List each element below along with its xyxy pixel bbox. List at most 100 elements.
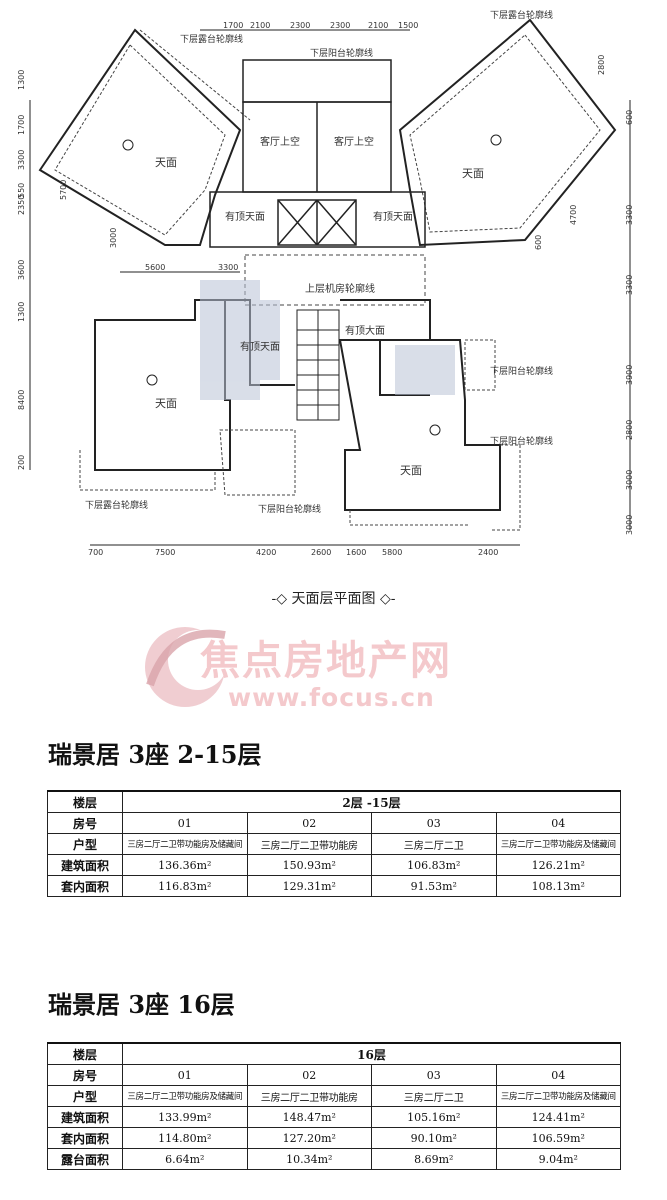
table-row: 户型 三房二厅二卫带功能房及储藏间 三房二厅二卫带功能房 三房二厅二卫 三房二厅… [47, 1085, 621, 1107]
table-row: 建筑面积 133.99m² 148.47m² 105.16m² 124.41m² [47, 1106, 621, 1128]
section2-title: 瑞景居 3座 16层 [48, 990, 235, 1019]
machine-room-outline-label: 上层机房轮廓线 [305, 284, 375, 295]
table-cell: 02 [246, 812, 372, 834]
dim-right-4: 3900 [625, 364, 634, 385]
table-cell: 116.83m² [122, 875, 248, 897]
table-cell: 124.41m² [495, 1106, 621, 1128]
row-label: 户型 [47, 1085, 123, 1107]
section2-table: 楼层 16层 房号 01 02 03 04 户型 三房二厅二卫带功能房及储藏间 … [47, 1042, 621, 1170]
row-label: 建筑面积 [47, 1106, 123, 1128]
dim-bottom-1: 700 [88, 548, 104, 557]
dim-top-4: 2300 [330, 21, 351, 30]
table-cell: 129.31m² [246, 875, 372, 897]
dim-left-10: 550 [17, 182, 26, 198]
table-cell: 91.53m² [371, 875, 497, 897]
section1-table: 楼层 2层 -15层 房号 01 02 03 04 户型 三房二厅二卫带功能房及… [47, 790, 621, 897]
room-label-covered-roof-left: 有顶天面 [225, 212, 265, 223]
plan-caption: -◇ 天面层平面图 ◇- [271, 591, 396, 607]
table-cell: 114.80m² [122, 1127, 248, 1149]
dim-bottom-3: 4200 [256, 548, 277, 557]
row-label: 楼层 [47, 790, 123, 813]
table-cell: 三房二厅二卫带功能房 [246, 833, 372, 855]
table-cell: 106.83m² [371, 854, 497, 876]
balcony-outline-label-top: 下层阳台轮廓线 [310, 49, 374, 59]
table-cell: 三房二厅二卫 [371, 1085, 497, 1107]
table-cell: 148.47m² [246, 1106, 372, 1128]
row-label: 户型 [47, 833, 123, 855]
dim-left-4: 3600 [17, 259, 26, 280]
table-cell: 04 [495, 1064, 621, 1086]
row-label: 房号 [47, 1064, 123, 1086]
balcony-outline-label-right1: 下层阳台轮廓线 [490, 367, 554, 377]
table-cell: 三房二厅二卫带功能房及储藏间 [495, 1085, 621, 1107]
table-cell: 03 [371, 812, 497, 834]
dim-right-9: 600 [534, 234, 543, 250]
table-cell: 01 [122, 812, 248, 834]
dim-left-7: 200 [17, 454, 26, 470]
table-row: 房号 01 02 03 04 [47, 1064, 621, 1086]
dim-right-2: 3300 [625, 204, 634, 225]
room-label-covered-roof-mid: 有顶天面 [240, 342, 280, 353]
dim-right-8: 4700 [569, 204, 578, 225]
room-label-living-void-right: 客厅上空 [334, 137, 374, 148]
table-row: 建筑面积 136.36m² 150.93m² 106.83m² 126.21m² [47, 854, 621, 876]
table-cell: 8.69m² [371, 1148, 497, 1170]
dim-left-5: 1300 [17, 301, 26, 322]
table-cell: 三房二厅二卫带功能房及储藏间 [122, 833, 248, 855]
table-cell: 136.36m² [122, 854, 248, 876]
dim-left-11: 1300 [17, 69, 26, 90]
terrace-outline-label-bottom: 下层露台轮廓线 [85, 501, 149, 511]
balcony-outline-label-right2: 下层阳台轮廓线 [490, 437, 554, 447]
terrace-outline-label-top-left: 下层露台轮廓线 [180, 35, 244, 45]
dim-mid-1: 5600 [145, 263, 166, 272]
room-label-roof-right: 天面 [462, 167, 484, 180]
table-cell: 2层 -15层 [122, 790, 621, 813]
table-cell: 106.59m² [495, 1127, 621, 1149]
table-cell: 126.21m² [495, 854, 621, 876]
section1-title: 瑞景居 3座 2-15层 [48, 740, 262, 769]
table-cell: 03 [371, 1064, 497, 1086]
table-row: 楼层 16层 [47, 1042, 621, 1065]
table-row: 套内面积 114.80m² 127.20m² 90.10m² 106.59m² [47, 1127, 621, 1149]
row-label: 楼层 [47, 1042, 123, 1065]
dim-mid-2: 3300 [218, 263, 239, 272]
table-cell: 150.93m² [246, 854, 372, 876]
table-cell: 105.16m² [371, 1106, 497, 1128]
table-cell: 133.99m² [122, 1106, 248, 1128]
dim-right-3: 3300 [625, 274, 634, 295]
table-cell: 6.64m² [122, 1148, 248, 1170]
table-cell: 108.13m² [495, 875, 621, 897]
focus-logo-watermark [145, 627, 228, 707]
dim-top-3: 2300 [290, 21, 311, 30]
watermark-chinese: 焦点房地产网 [200, 638, 452, 684]
dim-right-5: 2800 [625, 419, 634, 440]
floor-plan-drawing [29, 18, 631, 546]
table-cell: 10.34m² [246, 1148, 372, 1170]
dim-right-10: 2800 [597, 54, 606, 75]
row-label: 套内面积 [47, 875, 123, 897]
dim-left-9: 3000 [109, 227, 118, 248]
table-row: 房号 01 02 03 04 [47, 812, 621, 834]
dim-left-2: 3300 [17, 149, 26, 170]
dim-bottom-7: 2400 [478, 548, 499, 557]
table-cell: 三房二厅二卫带功能房 [246, 1085, 372, 1107]
dim-bottom-2: 7500 [155, 548, 176, 557]
room-label-covered-big: 有顶大面 [345, 326, 385, 337]
dim-left-8: 5700 [59, 179, 68, 200]
dim-bottom-6: 5800 [382, 548, 403, 557]
dim-bottom-4: 2600 [311, 548, 332, 557]
table-cell: 16层 [122, 1042, 621, 1065]
table-cell: 02 [246, 1064, 372, 1086]
dim-right-1: 600 [625, 109, 634, 125]
table-cell: 三房二厅二卫带功能房及储藏间 [495, 833, 621, 855]
table-row: 露台面积 6.64m² 10.34m² 8.69m² 9.04m² [47, 1148, 621, 1170]
dim-top-5: 2100 [368, 21, 389, 30]
table-cell: 三房二厅二卫 [371, 833, 497, 855]
room-label-roof-left: 天面 [155, 156, 177, 169]
row-label: 露台面积 [47, 1148, 123, 1170]
dim-right-6: 3000 [625, 469, 634, 490]
dim-left-6: 8400 [17, 389, 26, 410]
table-cell: 三房二厅二卫带功能房及储藏间 [122, 1085, 248, 1107]
room-label-roof-lower-left: 天面 [155, 397, 177, 410]
dim-top-1: 1700 [223, 21, 244, 30]
